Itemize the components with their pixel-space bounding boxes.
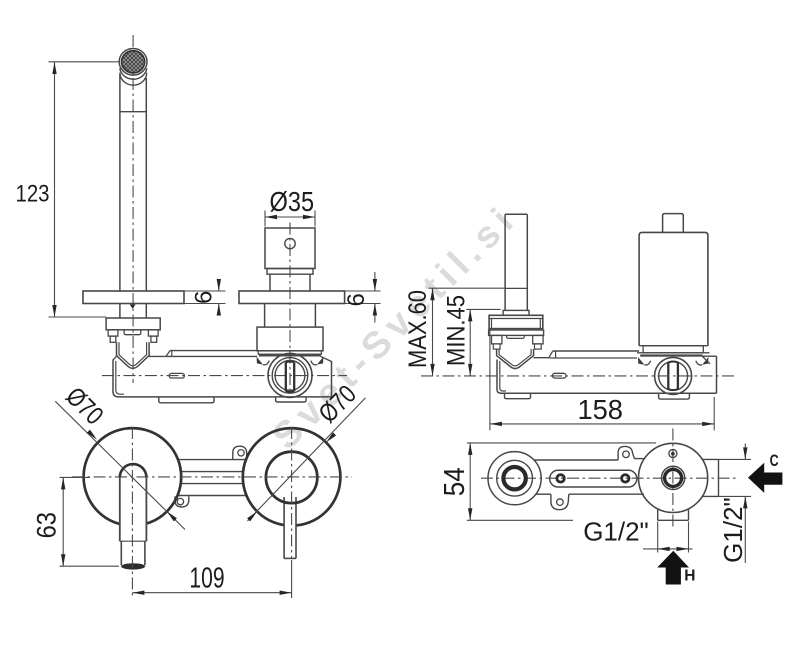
svg-text:H: H	[684, 568, 695, 585]
svg-text:C: C	[770, 452, 779, 470]
svg-text:63: 63	[32, 512, 62, 538]
svg-text:MIN.45: MIN.45	[443, 295, 471, 366]
svg-text:123: 123	[16, 180, 50, 207]
svg-text:109: 109	[189, 563, 224, 595]
svg-text:54: 54	[439, 467, 471, 496]
svg-text:G1/2": G1/2"	[718, 497, 748, 563]
svg-text:Ø35: Ø35	[270, 186, 315, 217]
svg-text:6: 6	[191, 291, 218, 304]
svg-text:MAX.60: MAX.60	[404, 290, 432, 368]
svg-text:G1/2": G1/2"	[583, 517, 649, 547]
svg-text:158: 158	[577, 394, 623, 425]
svg-text:6: 6	[343, 293, 370, 306]
